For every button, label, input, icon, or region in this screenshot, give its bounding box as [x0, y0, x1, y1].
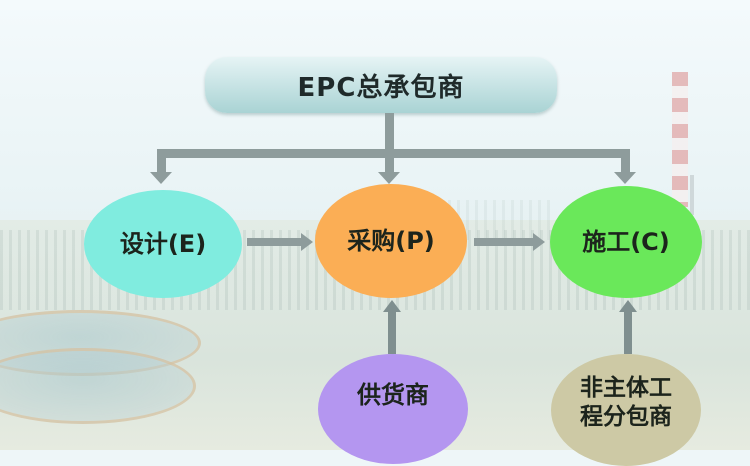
supplier-label: 供货商: [357, 381, 429, 409]
procurement-label: 采购(P): [347, 227, 435, 255]
subcontractor-label-line1: 非主体工: [580, 375, 672, 402]
arrow-up-icon: [619, 300, 637, 312]
subcontractor-label-line2: 程分包商: [580, 404, 672, 430]
arrow-procurement-to-construction: [474, 238, 534, 246]
arrow-supplier-to-procurement: [388, 312, 396, 354]
arrow-up-icon: [383, 300, 401, 312]
design-label: 设计(E): [119, 230, 207, 258]
design-node: 设计(E): [84, 190, 242, 298]
epc-contractor-box: EPC总承包商: [205, 57, 557, 113]
connector-to-construction: [621, 149, 630, 172]
arrow-down-icon: [614, 172, 636, 184]
connector-to-procurement: [385, 149, 394, 172]
arrow-design-to-procurement: [247, 238, 302, 246]
storage-tank: [0, 348, 196, 424]
chimney: [672, 72, 688, 207]
subcontractor-node: 非主体工 程分包商: [551, 354, 701, 466]
arrow-right-icon: [533, 233, 545, 251]
arrow-subcontractor-to-construction: [624, 312, 632, 354]
construction-label: 施工(C): [582, 228, 670, 256]
arrow-down-icon: [150, 172, 172, 184]
connector-to-design: [157, 149, 166, 172]
epc-contractor-label: EPC总承包商: [297, 72, 465, 103]
procurement-node: 采购(P): [315, 184, 467, 298]
connector-trunk: [385, 113, 394, 153]
chimney-small: [690, 175, 694, 215]
arrow-right-icon: [301, 233, 313, 251]
arrow-down-icon: [378, 172, 400, 184]
construction-node: 施工(C): [550, 186, 702, 298]
supplier-node: 供货商: [318, 354, 468, 464]
